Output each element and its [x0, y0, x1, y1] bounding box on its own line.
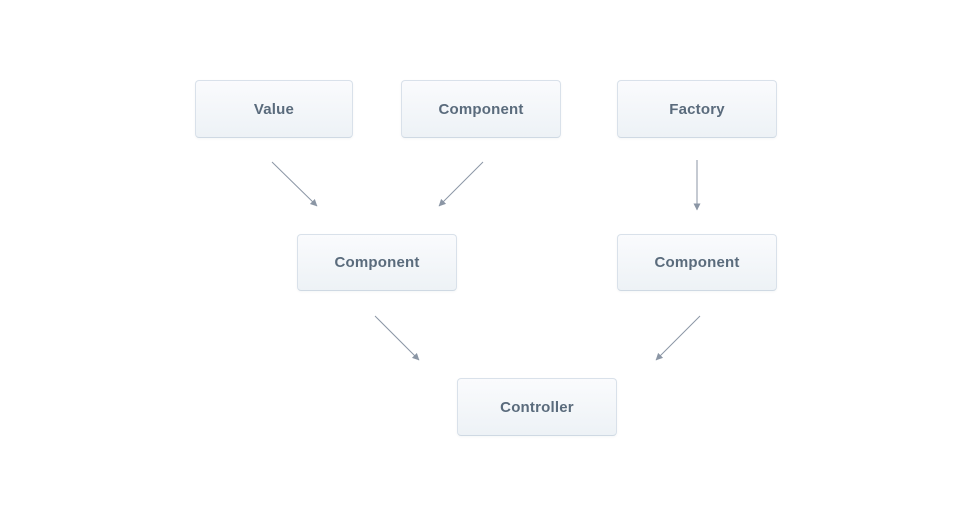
node-component-top-label: Component	[438, 100, 524, 118]
arrow-component-top-to-component-left	[438, 161, 484, 207]
arrow-component-left-to-controller	[374, 315, 420, 361]
node-factory-label: Factory	[669, 100, 725, 118]
arrow-component-right-to-controller	[655, 315, 701, 361]
node-component-mid-left: Component	[297, 234, 457, 291]
node-value: Value	[195, 80, 353, 138]
arrow-value-to-component-left	[271, 161, 318, 207]
node-controller: Controller	[457, 378, 617, 436]
node-value-label: Value	[253, 100, 295, 118]
node-controller-label: Controller	[500, 398, 574, 416]
node-factory: Factory	[617, 80, 777, 138]
node-component-top: Component	[401, 80, 561, 138]
node-component-mid-right: Component	[617, 234, 777, 291]
node-component-mid-left-label: Component	[334, 254, 420, 271]
node-component-mid-right-label: Component	[654, 254, 740, 271]
